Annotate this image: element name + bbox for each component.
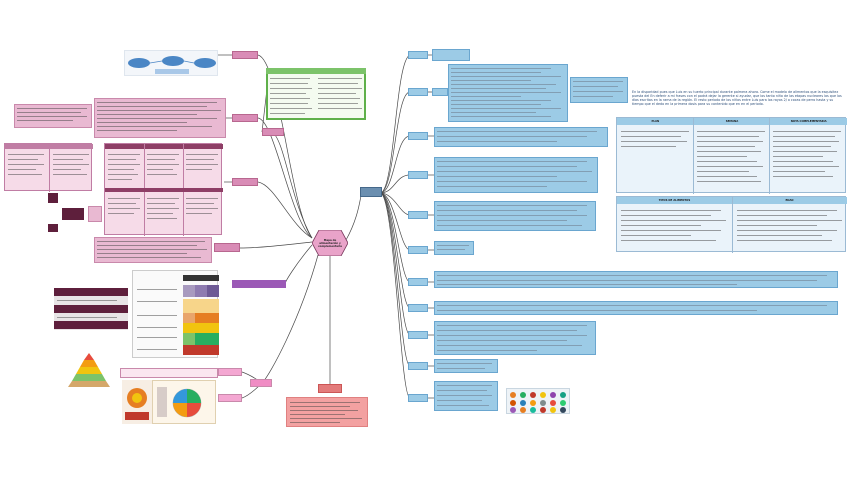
left-table-b xyxy=(104,143,223,236)
table2-header-tipos: TIPOS DE ALIMENTOS xyxy=(658,199,691,202)
maroon-table xyxy=(54,288,128,330)
branch-node-10[interactable] xyxy=(408,362,428,370)
detail-box-3 xyxy=(434,127,608,147)
left-branch-3[interactable] xyxy=(262,128,284,136)
process-diagram xyxy=(128,56,216,74)
table-header-nota: NOTA COMPLEMENTARIA xyxy=(790,120,827,123)
branch-node-2[interactable] xyxy=(408,88,428,96)
plate-note-box xyxy=(120,368,218,378)
plate-image-2 xyxy=(152,380,216,424)
bottom-red-node[interactable] xyxy=(318,384,342,393)
detail-box-9 xyxy=(434,321,596,355)
table-header-semana: SEMANA xyxy=(725,120,739,123)
left-branch-6[interactable] xyxy=(250,379,272,387)
left-branch-4[interactable] xyxy=(232,178,258,186)
left-table-a xyxy=(4,143,93,192)
detail-box-11 xyxy=(434,381,498,411)
left-branch-1[interactable] xyxy=(232,51,258,59)
color-table-chart xyxy=(132,270,219,358)
branch-node-1[interactable] xyxy=(408,51,428,59)
detail-box-4 xyxy=(434,157,598,193)
plate-graphic-1 xyxy=(125,388,149,420)
detail-box-5 xyxy=(434,201,596,231)
pyramid-graphic xyxy=(68,353,110,387)
food-icons xyxy=(510,392,566,413)
detail-box-10 xyxy=(434,359,498,373)
branch-node-6[interactable] xyxy=(408,246,428,254)
branch-node-2b[interactable] xyxy=(432,88,448,96)
detail-box-8 xyxy=(434,301,838,315)
left-branch-6b[interactable] xyxy=(218,394,242,402)
right-table-1: PLAN SEMANA NOTA COMPLEMENTARIA xyxy=(616,117,847,194)
central-hexagon xyxy=(312,230,348,256)
branch-node-11[interactable] xyxy=(408,394,428,402)
left-branch-2[interactable] xyxy=(232,114,258,122)
branch-node-5[interactable] xyxy=(408,211,428,219)
dark-box-3 xyxy=(48,224,58,232)
top-left-diagram xyxy=(124,50,218,76)
dark-box-2 xyxy=(62,208,84,220)
right-hub-node[interactable] xyxy=(360,187,382,197)
branch-node-4[interactable] xyxy=(408,171,428,179)
left-branch-6a[interactable] xyxy=(218,368,242,376)
plate-image-1 xyxy=(122,380,152,424)
left-branch-5[interactable] xyxy=(214,243,240,252)
table-header-plan: PLAN xyxy=(651,120,660,123)
table2-header-edad: EDAD xyxy=(785,199,794,202)
green-header-bar xyxy=(266,68,366,74)
central-topic[interactable]: Mapa de alimentación y complementaria xyxy=(312,230,348,256)
branch-node-8[interactable] xyxy=(408,304,428,312)
plate-graphic-2 xyxy=(157,387,202,418)
branch-node-3[interactable] xyxy=(408,132,428,140)
food-pyramid xyxy=(66,352,112,388)
branch-node-7[interactable] xyxy=(408,278,428,286)
right-table-2: TIPOS DE ALIMENTOS EDAD xyxy=(616,196,847,253)
left-branch-violet[interactable] xyxy=(232,280,286,288)
right-paragraph: En la disparidad pues que Luis en su tue… xyxy=(632,90,842,106)
central-title: Mapa de alimentación y complementaria xyxy=(318,239,342,249)
pink-box-side xyxy=(88,206,102,222)
food-icons-grid xyxy=(506,388,570,414)
detail-box-6 xyxy=(434,241,474,255)
branch-node-9[interactable] xyxy=(408,331,428,339)
detail-box-1 xyxy=(432,49,470,61)
dark-box-1 xyxy=(48,193,58,203)
